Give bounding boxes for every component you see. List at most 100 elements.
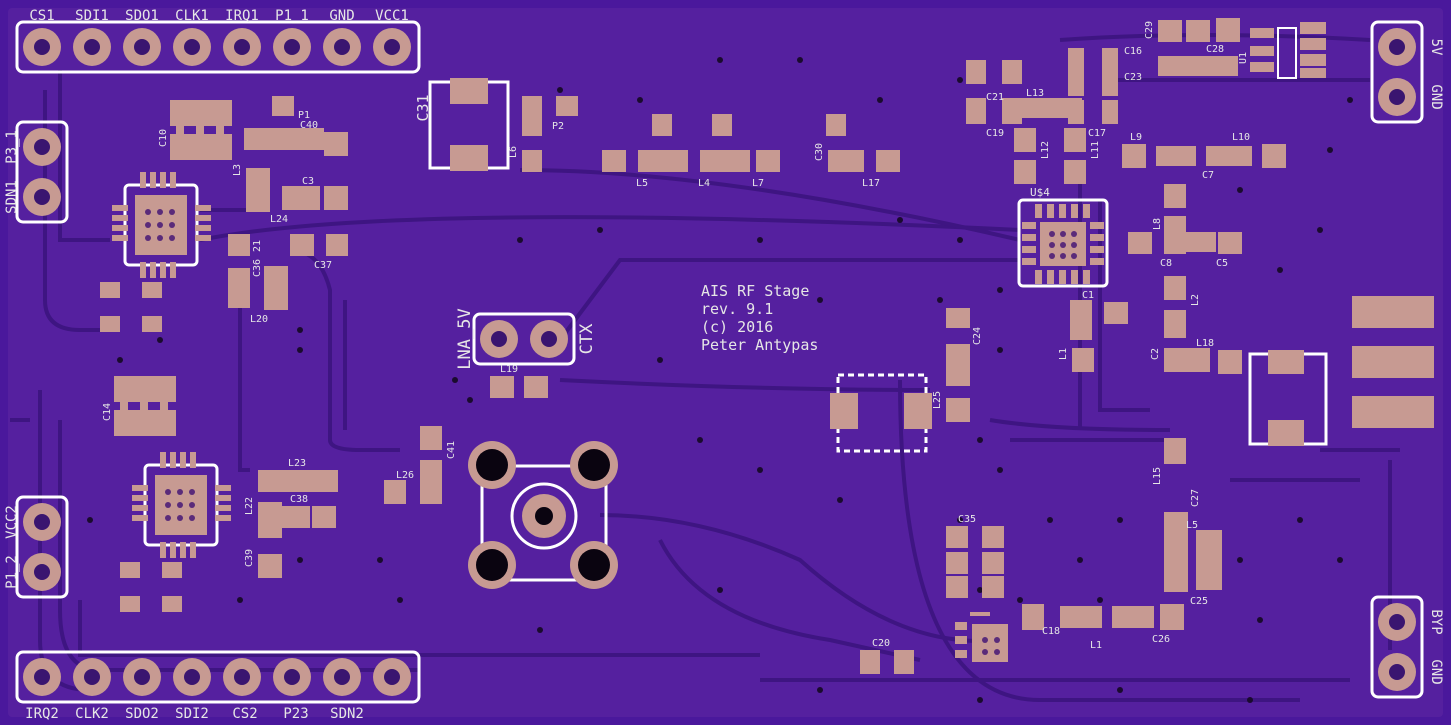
component-label: L25 [932,391,943,409]
group-c24: C24 L25 [932,308,983,422]
group-c20: C20 [860,638,914,674]
component-label: C36 [252,259,263,277]
pin-label: P23 [283,706,308,722]
component-label: L8 [1152,218,1163,230]
component-label: U$4 [1030,186,1050,199]
component-label: C14 [102,403,113,421]
component-label: C39 [244,549,255,567]
component-label: L13 [1026,88,1044,99]
component-label: L5 [1186,520,1198,531]
pads-cluster-upper-left [100,282,182,612]
pin-label: VCC1 [375,8,409,24]
pin-label: CLK1 [175,8,209,24]
component-label: L2 [1190,294,1201,306]
pin-label: CS1 [29,8,54,24]
group-c1: C1 L1 L2 C2 L18 [1058,276,1242,374]
pin-label: P3_1 [4,130,20,164]
pin-label: IRQ1 [225,8,259,24]
pin-label: 5V [1428,39,1444,56]
component-label: C3 [302,176,314,187]
component-right-box [1248,296,1434,446]
pin-label: P1_2 [4,555,20,589]
component-c31: C31 [414,78,510,171]
component-label: L11 [1090,141,1101,159]
board-info: AIS RF Stage rev. 9.1 (c) 2016 Peter Ant… [701,282,818,354]
component-label: C17 [1088,128,1106,139]
component-label: L1 [1090,640,1102,651]
group-c36: C36 21 C37 L20 [228,234,348,325]
pin-label: GND [329,8,354,24]
component-label: C2 [1150,348,1161,360]
ic-qfn-upper [112,172,211,278]
group-c41: C41 L26 [384,426,457,504]
trace-layer [10,33,1400,702]
group-c35: C35 [946,514,1004,598]
component-label: C16 [1124,46,1142,57]
component-label: C19 [986,128,1004,139]
component-c14: C14 [102,376,176,436]
group-p1: P1 C40 L3 C3 L24 [232,96,348,225]
group-l9-l10: L9 L10 C7 L8 C8 C5 [1122,132,1286,269]
copper-pour [8,8,1443,717]
header-right-upper: 5V GND [1370,20,1444,124]
pin-label: CTX [577,323,597,354]
component-label: C7 [1202,170,1214,181]
component-label: 21 [252,240,263,252]
component-label: L4 [698,178,710,189]
component-label: L20 [250,314,268,325]
component-label: C30 [814,143,825,161]
pin-label: SDI1 [75,8,109,24]
header-left-lower: P1_2 VCC2 [4,495,69,599]
group-l23: L23 L22 C38 C39 [244,458,338,578]
component-label: C28 [1206,44,1224,55]
component-label: C8 [1160,258,1172,269]
component-label: L26 [396,470,414,481]
component-label: C38 [290,494,308,505]
component-label: C26 [1152,634,1170,645]
component-label: C41 [446,441,457,459]
component-label: U1 [1238,52,1249,64]
component-label: L9 [1130,132,1142,143]
component-label: C40 [300,120,318,131]
component-label: L18 [1196,338,1214,349]
ic-qfn-lower [132,452,231,558]
pin-label: CS2 [232,706,257,722]
component-label: L1 [1058,348,1069,360]
sma-connector [468,441,618,589]
component-label: L3 [232,164,243,176]
header-left-upper: SDN1 P3_1 [4,120,69,224]
pin-label: IRQ2 [25,706,59,722]
header-right-lower: BYP GND [1370,595,1444,699]
pin-label: VCC2 [4,505,20,539]
board-revision: rev. 9.1 [701,300,773,318]
ic-small-lower [955,612,1008,662]
component-label: C29 [1144,21,1155,39]
pin-label: P1_1 [275,8,309,24]
group-p2: P2 L6 [508,96,578,172]
group-power: C29 C28 C16 C23 C21 L13 C19 C17 L12 L11 [966,18,1240,184]
component-label: C27 [1190,489,1201,507]
component-label: L17 [862,178,880,189]
group-l15: L15 C27 L5 C25 [1152,438,1222,607]
component-label: C18 [1042,626,1060,637]
board-title: AIS RF Stage [701,282,809,300]
component-label: C5 [1216,258,1228,269]
component-label: L12 [1040,141,1051,159]
component-label: C20 [872,638,890,649]
component-label: C1 [1082,290,1094,301]
header-middle: LNA_5V CTX [455,308,597,369]
board-author: Peter Antypas [701,336,818,354]
pin-label: SDO2 [125,706,159,722]
component-label: C25 [1190,596,1208,607]
group-c18: C18 L1 C26 [1022,604,1184,651]
component-c10: C10 [158,100,232,160]
group-l19: L19 [490,364,548,398]
pin-label: SDN2 [330,706,364,722]
component-label: L5 [636,178,648,189]
component-label: C24 [972,327,983,345]
pin-label: GND [1428,84,1444,109]
component-filter-box [830,373,932,453]
pin-label: LNA_5V [455,308,475,369]
via-layer [87,57,1353,703]
